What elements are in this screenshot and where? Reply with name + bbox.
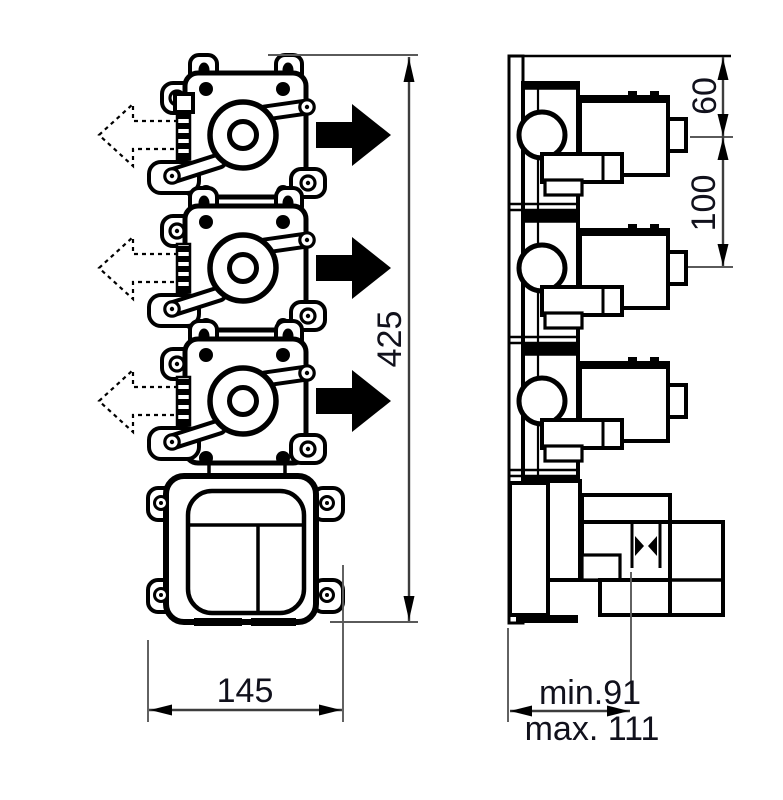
bottom-housing-front: [146, 473, 345, 626]
port-spacing-dimension-label: 100: [685, 175, 723, 232]
valve-module-side-1: [509, 83, 686, 213]
dimension-width: 145: [147, 565, 344, 722]
top-offset-dimension-label: 60: [686, 77, 724, 115]
outlet-arrow-3: [316, 370, 391, 432]
dimension-top-offset: 60: [686, 57, 733, 138]
side-view: [508, 54, 731, 625]
square-port-hole: [173, 92, 195, 114]
depth-min-label: min.91: [539, 674, 641, 712]
dimension-port-spacing: 100: [685, 137, 733, 268]
outlet-arrow-1: [316, 104, 391, 166]
width-dimension-label: 145: [217, 672, 274, 710]
dimension-height: 425: [268, 54, 418, 623]
outlet-arrow-2: [316, 237, 391, 299]
dimension-depth: min.91 max. 111: [507, 572, 660, 748]
depth-adjust-indicator: [630, 524, 662, 568]
inlet-arrows: [97, 102, 182, 434]
outlet-arrows: [316, 104, 391, 432]
bottom-housing-side: [508, 479, 725, 623]
valve-module-side-3: [509, 349, 686, 479]
front-view: [97, 55, 391, 626]
height-dimension-label: 425: [371, 311, 409, 368]
depth-max-label: max. 111: [525, 710, 660, 748]
valve-module-side-2: [509, 216, 686, 346]
